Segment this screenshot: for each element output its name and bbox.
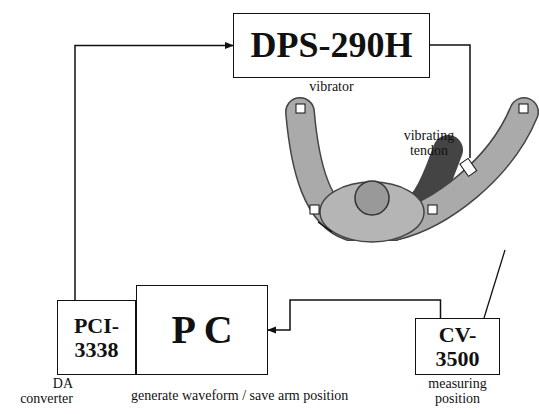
device-name: DPS-290H [251, 27, 413, 65]
device-caption: measuring position [413, 376, 503, 407]
vibrator-head [460, 158, 477, 176]
motion-arrow [318, 222, 332, 232]
marker [428, 205, 437, 214]
part-label: vibrating tendon [398, 128, 460, 159]
device-box: CV- 3500measuring position [415, 318, 500, 375]
head [355, 181, 389, 215]
signal-arrow [75, 46, 233, 301]
device-box: P Cgenerate waveform / save arm position [136, 285, 268, 375]
sensor-cable [484, 250, 505, 318]
torso [320, 182, 424, 242]
device-name: PCI- 3338 [67, 314, 127, 360]
device-caption: vibrator [272, 79, 392, 94]
device-name: CV- 3500 [427, 323, 489, 369]
device-box: PCI- 3338DA converter [57, 300, 136, 375]
device-name: P C [171, 309, 232, 351]
device-caption: DA converter [5, 376, 73, 407]
marker [296, 104, 305, 113]
device-caption: generate waveform / save arm position [131, 388, 348, 403]
marker [519, 104, 528, 113]
marker [310, 205, 319, 214]
device-box: DPS-290Hvibrator [233, 13, 430, 78]
